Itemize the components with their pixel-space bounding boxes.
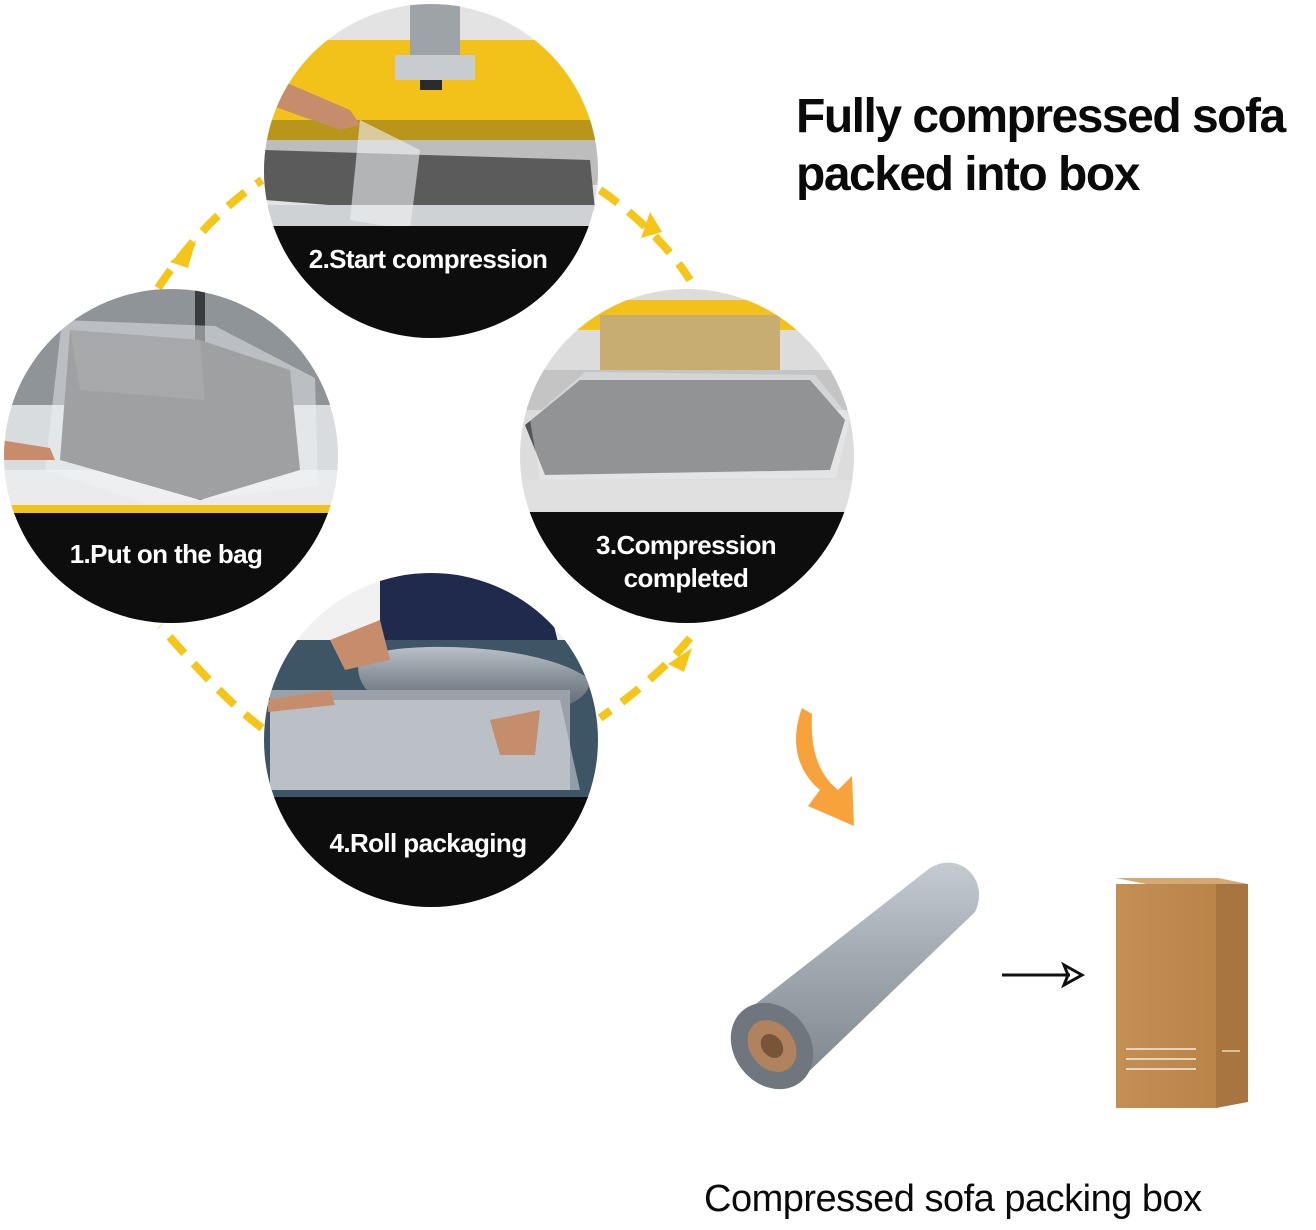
headline-line-1: Fully compressed sofa <box>796 90 1286 143</box>
dashed-arrow-icon <box>154 176 694 732</box>
step-3-label-line2: completed <box>624 563 749 593</box>
headline: Fully compressed sofa packed into box <box>796 88 1316 204</box>
step-2-label: 2.Start compression <box>309 244 548 274</box>
dashed-arrow-heads <box>170 212 692 672</box>
right-arrow-icon <box>1002 961 1086 989</box>
packing-box-image <box>1116 878 1248 1108</box>
step-4-label: 4.Roll packaging <box>329 828 526 858</box>
step-1-label: 1.Put on the bag <box>70 539 263 569</box>
step-1-label-panel <box>4 513 338 623</box>
headline-line-2: packed into box <box>796 148 1140 201</box>
step-1-photo <box>4 289 338 623</box>
box-caption: Compressed sofa packing box <box>704 1178 1202 1220</box>
rolled-sofa-image <box>730 862 979 1090</box>
curved-arrow-icon <box>796 708 854 826</box>
step-3-label-line1: 3.Compression <box>596 530 776 560</box>
